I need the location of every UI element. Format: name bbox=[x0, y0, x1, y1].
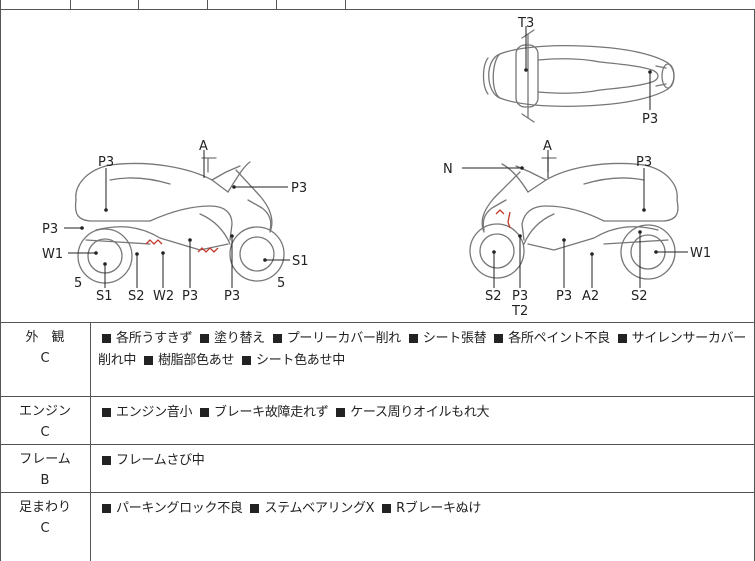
bullet-square-icon bbox=[494, 333, 504, 343]
bullet-square-icon bbox=[408, 333, 418, 343]
condition-item: ケース周りオイルもれ大 bbox=[332, 405, 490, 420]
table-top-border bbox=[0, 322, 755, 323]
row-items: フレームさび中 bbox=[98, 450, 750, 472]
label-P3-left-seat: P3 bbox=[98, 155, 114, 170]
label-N-right: N bbox=[443, 162, 453, 177]
label-S1-left-front: S1 bbox=[292, 254, 309, 269]
row-divider bbox=[0, 492, 755, 493]
bullet-square-icon bbox=[382, 503, 392, 513]
condition-item: サイレンサーカバー削れ中 bbox=[98, 331, 746, 368]
scooter-left-view bbox=[74, 157, 285, 284]
scooter-top-view bbox=[482, 29, 675, 123]
bullet-square-icon bbox=[200, 407, 210, 417]
condition-row-suspension: 足まわり C パーキングロック不良 ステムベアリングX Rブレーキぬけ bbox=[0, 492, 755, 561]
row-label: 外 観 C bbox=[2, 328, 88, 369]
label-A2-right: A2 bbox=[582, 289, 599, 304]
label-P3-right-seat: P3 bbox=[636, 155, 652, 170]
row-items: 各所うすきず 塗り替え プーリーカバー削れ シート張替 各所ペイント不良 サイレ… bbox=[98, 328, 750, 372]
label-T3-top: T3 bbox=[517, 16, 534, 31]
label-column-divider bbox=[90, 322, 91, 561]
scooter-right-view bbox=[469, 157, 679, 280]
header-cell-divider bbox=[138, 0, 139, 9]
row-title: 外 観 bbox=[25, 330, 65, 345]
condition-item: パーキングロック不良 bbox=[98, 501, 243, 516]
row-divider bbox=[0, 444, 755, 445]
bullet-square-icon bbox=[102, 455, 111, 465]
bullet-square-icon bbox=[102, 407, 111, 417]
row-title: フレーム bbox=[19, 452, 71, 467]
bullet-square-icon bbox=[617, 333, 627, 343]
row-label: エンジン C bbox=[2, 402, 88, 443]
row-grade: C bbox=[40, 351, 50, 366]
leader-dots bbox=[80, 68, 658, 266]
row-divider bbox=[0, 396, 755, 397]
label-S2-left: S2 bbox=[128, 289, 145, 304]
label-T2-right: T2 bbox=[511, 304, 528, 319]
label-A-right: A bbox=[543, 139, 552, 154]
condition-item: シート張替 bbox=[405, 331, 487, 346]
row-grade: C bbox=[40, 521, 50, 536]
row-title: 足まわり bbox=[18, 500, 71, 515]
label-P3-top: P3 bbox=[642, 112, 658, 127]
condition-item: ブレーキ故障走れず bbox=[196, 405, 329, 420]
row-grade: B bbox=[40, 473, 50, 488]
label-P3-left-rear: P3 bbox=[42, 222, 58, 237]
label-S2-right-rear: S2 bbox=[631, 289, 648, 304]
label-W1-right: W1 bbox=[690, 246, 711, 261]
label-5-left-rear: 5 bbox=[74, 276, 82, 291]
bullet-square-icon bbox=[272, 333, 282, 343]
label-5-left-front: 5 bbox=[277, 276, 285, 291]
label-P3-right-floor: P3 bbox=[556, 289, 572, 304]
condition-item: 各所ペイント不良 bbox=[490, 331, 610, 346]
header-cell-divider bbox=[345, 0, 346, 9]
condition-item: プーリーカバー削れ bbox=[269, 331, 401, 346]
bullet-square-icon bbox=[200, 333, 210, 343]
header-cell-divider bbox=[70, 0, 71, 9]
row-items: エンジン音小 ブレーキ故障走れず ケース周りオイルもれ大 bbox=[98, 402, 750, 424]
row-label: 足まわり C bbox=[2, 498, 88, 539]
label-P3-left-floor: P3 bbox=[182, 289, 198, 304]
label-S2-right-front: S2 bbox=[485, 289, 502, 304]
header-cell-divider bbox=[0, 0, 1, 9]
label-P3-right-fork: P3 bbox=[512, 289, 528, 304]
condition-item: 各所うすきず bbox=[98, 331, 193, 346]
row-title: エンジン bbox=[18, 404, 71, 419]
condition-row-frame: フレーム B フレームさび中 bbox=[0, 444, 755, 492]
bullet-square-icon bbox=[336, 407, 346, 417]
bullet-square-icon bbox=[102, 503, 111, 513]
scooter-damage-diagram: T3 P3 A P3 P3 P3 W1 5 S1 S2 W2 P3 P3 5 S… bbox=[42, 16, 711, 319]
bullet-square-icon bbox=[242, 355, 251, 365]
condition-item: Rブレーキぬけ bbox=[378, 501, 481, 516]
header-table-bottom-border bbox=[0, 9, 755, 10]
row-label: フレーム B bbox=[2, 450, 88, 491]
bullet-square-icon bbox=[102, 333, 111, 343]
label-A-left: A bbox=[199, 139, 208, 154]
label-P3-left-fork: P3 bbox=[224, 289, 240, 304]
label-P3-left-front: P3 bbox=[291, 181, 307, 196]
row-items: パーキングロック不良 ステムベアリングX Rブレーキぬけ bbox=[98, 498, 750, 520]
label-S1-left-rear: S1 bbox=[96, 289, 113, 304]
condition-item: ステムベアリングX bbox=[246, 501, 375, 516]
condition-item: フレームさび中 bbox=[98, 453, 205, 468]
row-grade: C bbox=[40, 425, 50, 440]
table-left-border bbox=[0, 9, 1, 561]
condition-item: エンジン音小 bbox=[98, 405, 193, 420]
condition-row-exterior: 外 観 C 各所うすきず 塗り替え プーリーカバー削れ シート張替 各所ペイント… bbox=[0, 322, 755, 396]
condition-item: シート色あせ中 bbox=[238, 353, 345, 368]
header-cell-divider bbox=[207, 0, 208, 9]
label-W2-left: W2 bbox=[153, 289, 174, 304]
bullet-square-icon bbox=[250, 503, 260, 513]
condition-row-engine: エンジン C エンジン音小 ブレーキ故障走れず ケース周りオイルもれ大 bbox=[0, 396, 755, 444]
header-cell-divider bbox=[276, 0, 277, 9]
leader-lines bbox=[64, 26, 688, 288]
label-W1-left: W1 bbox=[42, 247, 63, 262]
bullet-square-icon bbox=[143, 355, 153, 365]
condition-item: 樹脂部色あせ bbox=[140, 353, 234, 368]
damage-marks bbox=[145, 209, 511, 253]
condition-item: 塗り替え bbox=[196, 331, 265, 346]
